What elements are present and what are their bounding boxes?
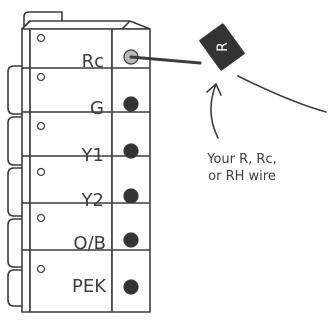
terminal-label-y1: Y1 <box>81 145 104 166</box>
wire-tag-label: R <box>215 42 231 52</box>
terminal-hole-ob[interactable] <box>123 232 139 248</box>
wire-tag-icon: R <box>199 23 245 71</box>
terminal-hole-g[interactable] <box>123 96 139 112</box>
terminal-holes <box>123 49 139 295</box>
wire <box>129 55 327 113</box>
curved-arrow-icon <box>206 83 222 139</box>
release-indicators <box>36 33 46 274</box>
release-indicator-g <box>36 72 46 82</box>
wire-caption-line-1: Your R, Rc, <box>207 152 277 167</box>
terminal-label-g: G <box>90 98 104 119</box>
terminal-label-y2: Y2 <box>81 190 104 211</box>
terminal-hole-y2[interactable] <box>123 188 139 204</box>
terminal-label-pek: PEK <box>72 276 107 297</box>
wire-caption: Your R, Rc, or RH wire <box>180 151 304 185</box>
terminal-hole-y1[interactable] <box>123 143 139 159</box>
release-indicator-rc <box>36 33 46 43</box>
wire-segment-inner <box>129 55 202 65</box>
release-indicator-y1 <box>36 121 46 131</box>
wire-segment-outer <box>237 75 327 113</box>
terminal-hole-pek[interactable] <box>123 279 139 295</box>
wire-caption-line-2: or RH wire <box>208 169 276 184</box>
terminal-label-ob: O/B <box>73 233 106 254</box>
release-indicator-ob <box>36 213 46 223</box>
release-indicator-y2 <box>36 167 46 177</box>
release-indicator-pek <box>36 264 46 274</box>
terminal-label-rc: Rc <box>82 51 104 72</box>
